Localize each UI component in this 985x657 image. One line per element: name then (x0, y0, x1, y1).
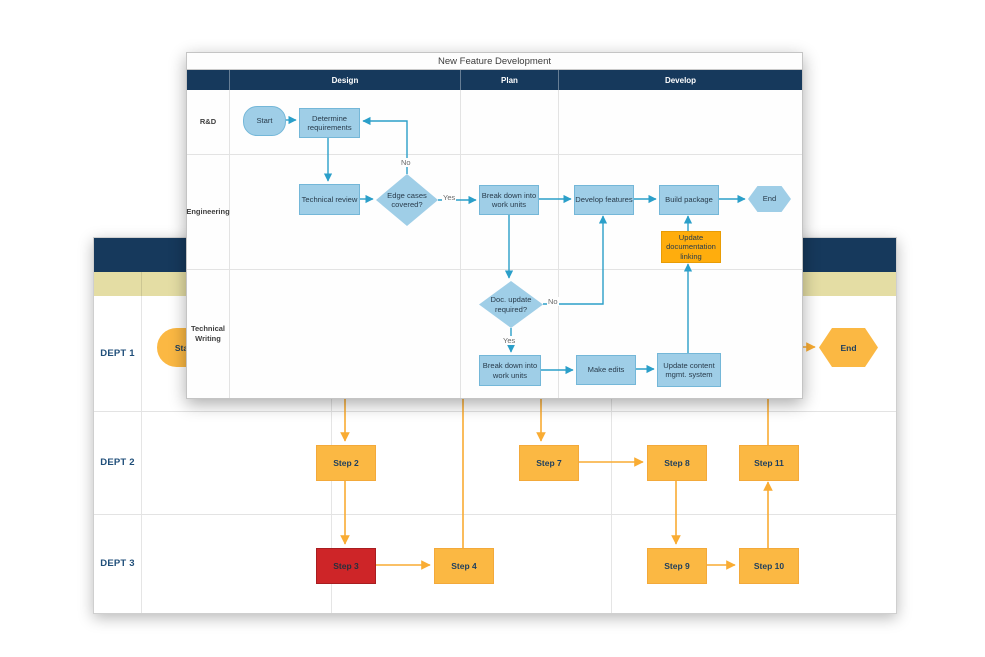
node-label: Develop features (575, 195, 633, 205)
flow-node-step10[interactable]: Step 10 (739, 548, 799, 584)
lane-label: DEPT 3 (100, 558, 135, 569)
phase-plan: Plan (460, 70, 558, 90)
phase-header-spacer (187, 70, 229, 90)
lane-label-technical-writing: Technical Writing (187, 269, 229, 398)
node-label: Step 4 (451, 561, 477, 571)
node-label: Make edits (587, 365, 625, 375)
lane-label-engineering: Engineering (186, 154, 230, 269)
phase-design: Design (229, 70, 460, 90)
flow-node-start[interactable]: Start (243, 106, 286, 136)
edge-label-no-doc-update: No (547, 297, 559, 306)
flow-node-step2[interactable]: Step 2 (316, 445, 376, 481)
flow-node-break-down-work-units-tw[interactable]: Break down into work units (479, 355, 541, 386)
flow-node-make-edits[interactable]: Make edits (576, 355, 636, 385)
node-label: Update documentation linking (666, 233, 716, 261)
lane-label: DEPT 2 (100, 457, 135, 468)
node-label: Update content mgmt. system (663, 360, 715, 379)
flow-node-update-content-mgmt-system[interactable]: Update content mgmt. system (657, 353, 721, 387)
grid-line (94, 411, 896, 412)
lane-label-dept1: DEPT 1 (94, 296, 141, 411)
grid-line (331, 272, 332, 613)
flow-node-step4[interactable]: Step 4 (434, 548, 494, 584)
node-label: Break down into work units (482, 361, 538, 380)
node-label: Step 2 (333, 458, 359, 468)
lane-label-dept3: DEPT 3 (94, 514, 141, 613)
node-label: Edge cases covered? (387, 190, 427, 209)
node-label: End (762, 194, 777, 204)
flow-node-step8[interactable]: Step 8 (647, 445, 707, 481)
grid-line (460, 90, 461, 398)
flow-node-step9[interactable]: Step 9 (647, 548, 707, 584)
grid-line (187, 154, 802, 155)
phase-label: Plan (501, 75, 518, 85)
phase-header: Design Plan Develop (187, 70, 802, 90)
new-feature-development-diagram: New Feature Development Design Plan Deve… (186, 52, 803, 399)
node-label: Step 3 (333, 561, 359, 571)
node-label: Break down into work units (481, 190, 537, 209)
grid-line (94, 514, 896, 515)
node-label: Doc. update required? (490, 295, 532, 314)
grid-line (141, 272, 142, 613)
flow-node-step11[interactable]: Step 11 (739, 445, 799, 481)
lane-label-rnd: R&D (187, 90, 229, 154)
grid-line (229, 90, 230, 398)
diagram-title: New Feature Development (187, 53, 802, 70)
node-label: Start (256, 116, 273, 126)
phase-label: Develop (664, 75, 697, 85)
decision-edge-cases-covered[interactable]: Edge cases covered? (376, 174, 438, 226)
flow-node-end[interactable]: End (748, 186, 791, 212)
lane-label: Engineering (186, 206, 230, 216)
flow-node-step3[interactable]: Step 3 (316, 548, 376, 584)
lane-label-dept2: DEPT 2 (94, 411, 141, 514)
node-label: Technical review (301, 194, 358, 204)
node-label: Step 7 (536, 458, 562, 468)
node-label: Determine requirements (307, 113, 352, 132)
feature-connectors (284, 115, 746, 375)
grid-line (611, 272, 612, 613)
edge-label-yes-doc-update: Yes (502, 336, 517, 345)
flow-node-develop-features[interactable]: Develop features (574, 185, 634, 215)
flow-node-step7[interactable]: Step 7 (519, 445, 579, 481)
node-label: Build package (665, 195, 713, 205)
lane-label: Technical Writing (190, 324, 226, 343)
diagram-title-text: New Feature Development (438, 55, 551, 67)
node-label: Step 10 (753, 561, 785, 571)
node-label: Step 9 (664, 561, 690, 571)
edge-label-no-edge-cases: No (400, 158, 412, 167)
grid-line (187, 269, 802, 270)
flow-node-build-package[interactable]: Build package (659, 185, 719, 215)
flow-node-determine-requirements[interactable]: Determine requirements (299, 108, 360, 138)
lane-label: R&D (199, 117, 217, 127)
phase-develop: Develop (558, 70, 802, 90)
flow-node-break-down-work-units-eng[interactable]: Break down into work units (479, 185, 539, 215)
node-label: End (840, 342, 857, 353)
lane-label: DEPT 1 (100, 348, 135, 359)
grid-line (558, 90, 559, 398)
decision-doc-update-required[interactable]: Doc. update required? (479, 281, 543, 328)
flow-node-technical-review[interactable]: Technical review (299, 184, 360, 215)
node-label: Step 11 (754, 458, 784, 468)
node-label: Step 8 (664, 458, 690, 468)
edge-label-yes-edge-cases: Yes (442, 193, 457, 202)
phase-label: Design (331, 75, 359, 85)
flow-node-update-documentation-linking[interactable]: Update documentation linking (661, 231, 721, 263)
flow-node-dept-end[interactable]: End (819, 328, 878, 367)
node-label: Start (174, 342, 195, 353)
